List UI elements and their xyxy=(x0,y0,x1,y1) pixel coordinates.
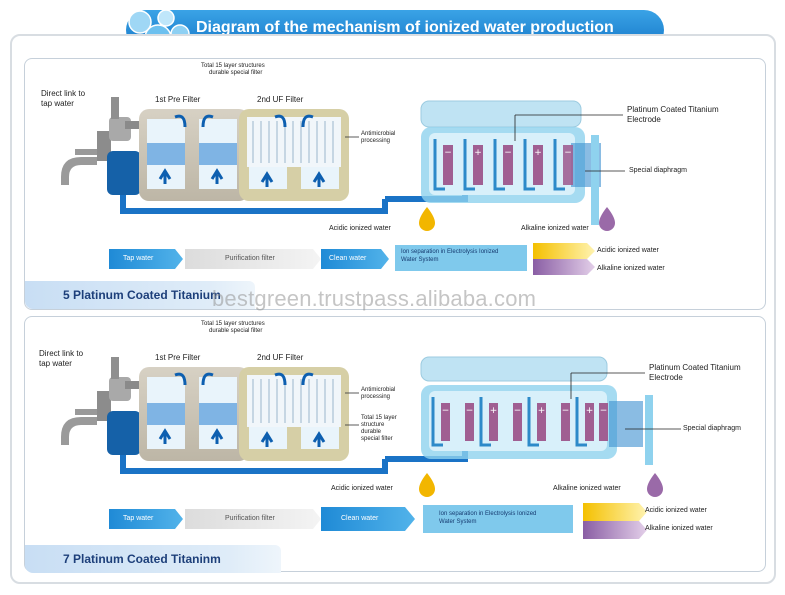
flow-alkaline-arrow xyxy=(583,521,647,539)
flow-purification-label: Purification filter xyxy=(225,255,275,262)
flow-acidic-label: Acidic ionized water xyxy=(597,247,659,254)
panel-label: 7 Platinum Coated Titaninm xyxy=(25,545,281,573)
panel-5-plate: − + − + − Total 15 layer structures durable … xyxy=(24,58,766,310)
flow-acidic-arrow xyxy=(533,243,595,259)
flow-alkaline-label: Alkaline ionized water xyxy=(645,525,713,532)
plate-sign: − xyxy=(504,148,512,158)
flow-tap-label: Tap water xyxy=(123,515,154,522)
connector-box xyxy=(107,151,141,195)
flow-purification-arrow xyxy=(185,249,321,269)
acidic-drop-label: Acidic ionized water xyxy=(331,485,393,492)
plate-sign: + xyxy=(538,406,546,416)
flow-ion-line1: Ion separation in Electrolysis Ionized xyxy=(401,249,499,255)
flow-ion-line2: Water System xyxy=(439,519,477,525)
flow-clean-arrow xyxy=(321,249,389,269)
direct-link-line1: Direct link to xyxy=(41,89,86,98)
flow-ion-box xyxy=(423,505,573,533)
plate-sign: − xyxy=(466,406,474,416)
electrode-line1: Platinum Coated Titanium xyxy=(649,363,741,372)
flow-tap-label: Tap water xyxy=(123,255,154,262)
acidic-drop-label: Acidic ionized water xyxy=(329,225,391,232)
alkaline-drop-label: Alkaline ionized water xyxy=(521,225,589,232)
panel-7-plate: −−+−+−+− Total 15 layer structures durab… xyxy=(24,316,766,573)
filter-note-line1: Total 15 layer structures xyxy=(201,321,265,327)
flow-acidic-label: Acidic ionized water xyxy=(645,507,707,514)
electrode-plates xyxy=(433,139,573,191)
plate-sign: − xyxy=(442,406,450,416)
flow-tap-arrow xyxy=(109,249,183,269)
side-note-line1: Total 15 layer xyxy=(361,415,397,421)
antimicrobial-line1: Antimicrobial xyxy=(361,131,396,137)
flow-purification-arrow xyxy=(185,509,321,529)
flow-purification-label: Purification filter xyxy=(225,515,275,522)
side-note-line3: durable xyxy=(361,429,382,435)
filter-note-line2: durable special filter xyxy=(209,70,263,76)
plate-sign: − xyxy=(562,406,570,416)
uf-filter-label: 2nd UF Filter xyxy=(257,353,304,362)
electrode-line1: Platinum Coated Titanium xyxy=(627,105,719,114)
antimicrobial-line1: Antimicrobial xyxy=(361,387,396,393)
filter-note-line2: durable special filter xyxy=(209,328,263,334)
acidic-drop-icon xyxy=(419,207,435,231)
diaphragm-label: Special diaphragm xyxy=(683,425,741,432)
direct-link-line1: Direct link to xyxy=(39,349,84,358)
flow-acidic-arrow xyxy=(583,503,647,521)
plate-sign: + xyxy=(534,148,542,158)
diagram-5-plate: − + − + − xyxy=(61,97,625,275)
plate-sign: − xyxy=(600,406,608,416)
side-note-line4: special filter xyxy=(361,436,393,442)
filter-note-line1: Total 15 layer structures xyxy=(201,63,265,69)
plate-sign: − xyxy=(564,148,572,158)
faucet-icon xyxy=(61,357,143,445)
flow-clean-label: Clean water xyxy=(341,515,379,522)
plate-sign: − xyxy=(514,406,522,416)
flow-ion-line1: Ion separation in Electrolysis Ionized xyxy=(439,511,537,517)
pre-filter-label: 1st Pre Filter xyxy=(155,95,201,104)
alkaline-drop-label: Alkaline ionized water xyxy=(553,485,621,492)
flow-alkaline-arrow xyxy=(533,259,595,275)
flow-clean-arrow xyxy=(321,507,415,531)
diagram-7-plate: −−+−+−+− xyxy=(61,356,681,539)
plate-sign: − xyxy=(444,148,452,158)
electrode-line2: Electrode xyxy=(649,373,683,382)
flow-alkaline-label: Alkaline ionized water xyxy=(597,265,665,272)
antimicrobial-line2: processing xyxy=(361,394,391,400)
pre-filter xyxy=(139,367,249,461)
flow-clean-label: Clean water xyxy=(329,255,367,262)
alkaline-drop-icon xyxy=(599,207,615,231)
panel-label: 5 Platinum Coated Titanium xyxy=(25,281,255,309)
connector-box xyxy=(107,411,141,455)
direct-link-line2: tap water xyxy=(41,99,74,108)
pre-filter xyxy=(139,109,249,201)
watermark: bestgreen.trustpass.alibaba.com xyxy=(212,286,537,311)
uf-filter xyxy=(239,109,349,201)
page-title: Diagram of the mechanism of ionized wate… xyxy=(196,19,614,36)
pre-filter-label: 1st Pre Filter xyxy=(155,353,201,362)
flow-ion-box xyxy=(395,245,527,271)
plate-sign: + xyxy=(586,406,594,416)
electrode-plates xyxy=(431,397,608,447)
uf-filter xyxy=(239,367,349,461)
uf-filter-label: 2nd UF Filter xyxy=(257,95,304,104)
electrode-line2: Electrode xyxy=(627,115,661,124)
flow-ion-line2: Water System xyxy=(401,257,439,263)
flow-tap-arrow xyxy=(109,509,183,529)
plate-sign: + xyxy=(490,406,498,416)
plate-sign: + xyxy=(474,148,482,158)
faucet-icon xyxy=(61,97,143,185)
antimicrobial-line2: processing xyxy=(361,138,391,144)
alkaline-drop-icon xyxy=(647,473,663,497)
direct-link-line2: tap water xyxy=(39,359,72,368)
side-note-line2: structure xyxy=(361,422,385,428)
diaphragm-label: Special diaphragm xyxy=(629,167,687,174)
acidic-drop-icon xyxy=(419,473,435,497)
